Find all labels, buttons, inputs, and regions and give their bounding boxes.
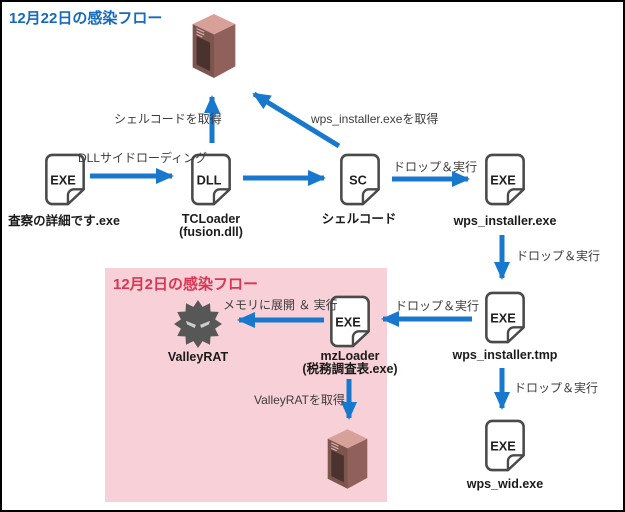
- server-icon: [189, 13, 239, 79]
- edge-label-get-wps-installer: wps_installer.exeを取得: [311, 112, 439, 126]
- node-wps-installer-tmp-label: wps_installer.tmp: [452, 348, 558, 362]
- server-icon: [325, 427, 370, 491]
- node-wps-installer-exe-label: wps_installer.exe: [453, 214, 557, 228]
- node-attachment-exe: EXE: [44, 153, 86, 206]
- flow2-title: 12月2日の感染フロー: [113, 276, 259, 293]
- file-badge: DLL: [197, 172, 222, 187]
- file-badge: EXE: [490, 438, 516, 453]
- edge-label-get-shellcode: シェルコードを取得: [114, 112, 222, 126]
- file-badge: EXE: [50, 172, 76, 187]
- node-shellcode-sc: SC: [339, 153, 381, 206]
- node-mzloader-label: mzLoader (税務調査表.exe): [302, 349, 398, 376]
- edge-label-memory-exec: メモリに展開 ＆ 実行: [223, 298, 338, 312]
- edge-label-get-valleyrat: ValleyRATを取得: [254, 393, 345, 407]
- node-wps-wid-exe-label: wps_wid.exe: [466, 477, 544, 491]
- valleyrat-malware-icon: [173, 299, 223, 349]
- edge-label-drop-exec-2: ドロップ＆実行: [516, 249, 601, 263]
- edge-label-dll-sideloading: DLLサイドローディング: [78, 151, 208, 165]
- node-wps-installer-exe: EXE: [484, 153, 526, 206]
- edge-label-drop-exec-1: ドロップ＆実行: [393, 160, 478, 174]
- flow1-title: 12月22日の感染フロー: [9, 10, 163, 27]
- node-mzloader-exe: EXE: [329, 295, 371, 348]
- node-wps-installer-tmp: EXE: [484, 291, 526, 344]
- node-tcloader-dll: DLL: [190, 153, 232, 206]
- node-attachment-label: 査察の詳細です.exe: [8, 214, 120, 228]
- edge-label-drop-exec-3: ドロップ＆実行: [395, 299, 480, 313]
- file-badge: EXE: [490, 310, 516, 325]
- edge-label-drop-exec-4: ドロップ＆実行: [514, 381, 599, 395]
- node-shellcode-label: シェルコード: [321, 212, 397, 226]
- node-wps-wid-exe: EXE: [484, 419, 526, 472]
- node-valleyrat-label: ValleyRAT: [167, 350, 229, 364]
- file-badge: EXE: [490, 172, 516, 187]
- node-tcloader-label: TCLoader (fusion.dll): [179, 212, 243, 239]
- file-badge: EXE: [335, 314, 361, 329]
- file-badge: SC: [349, 172, 367, 187]
